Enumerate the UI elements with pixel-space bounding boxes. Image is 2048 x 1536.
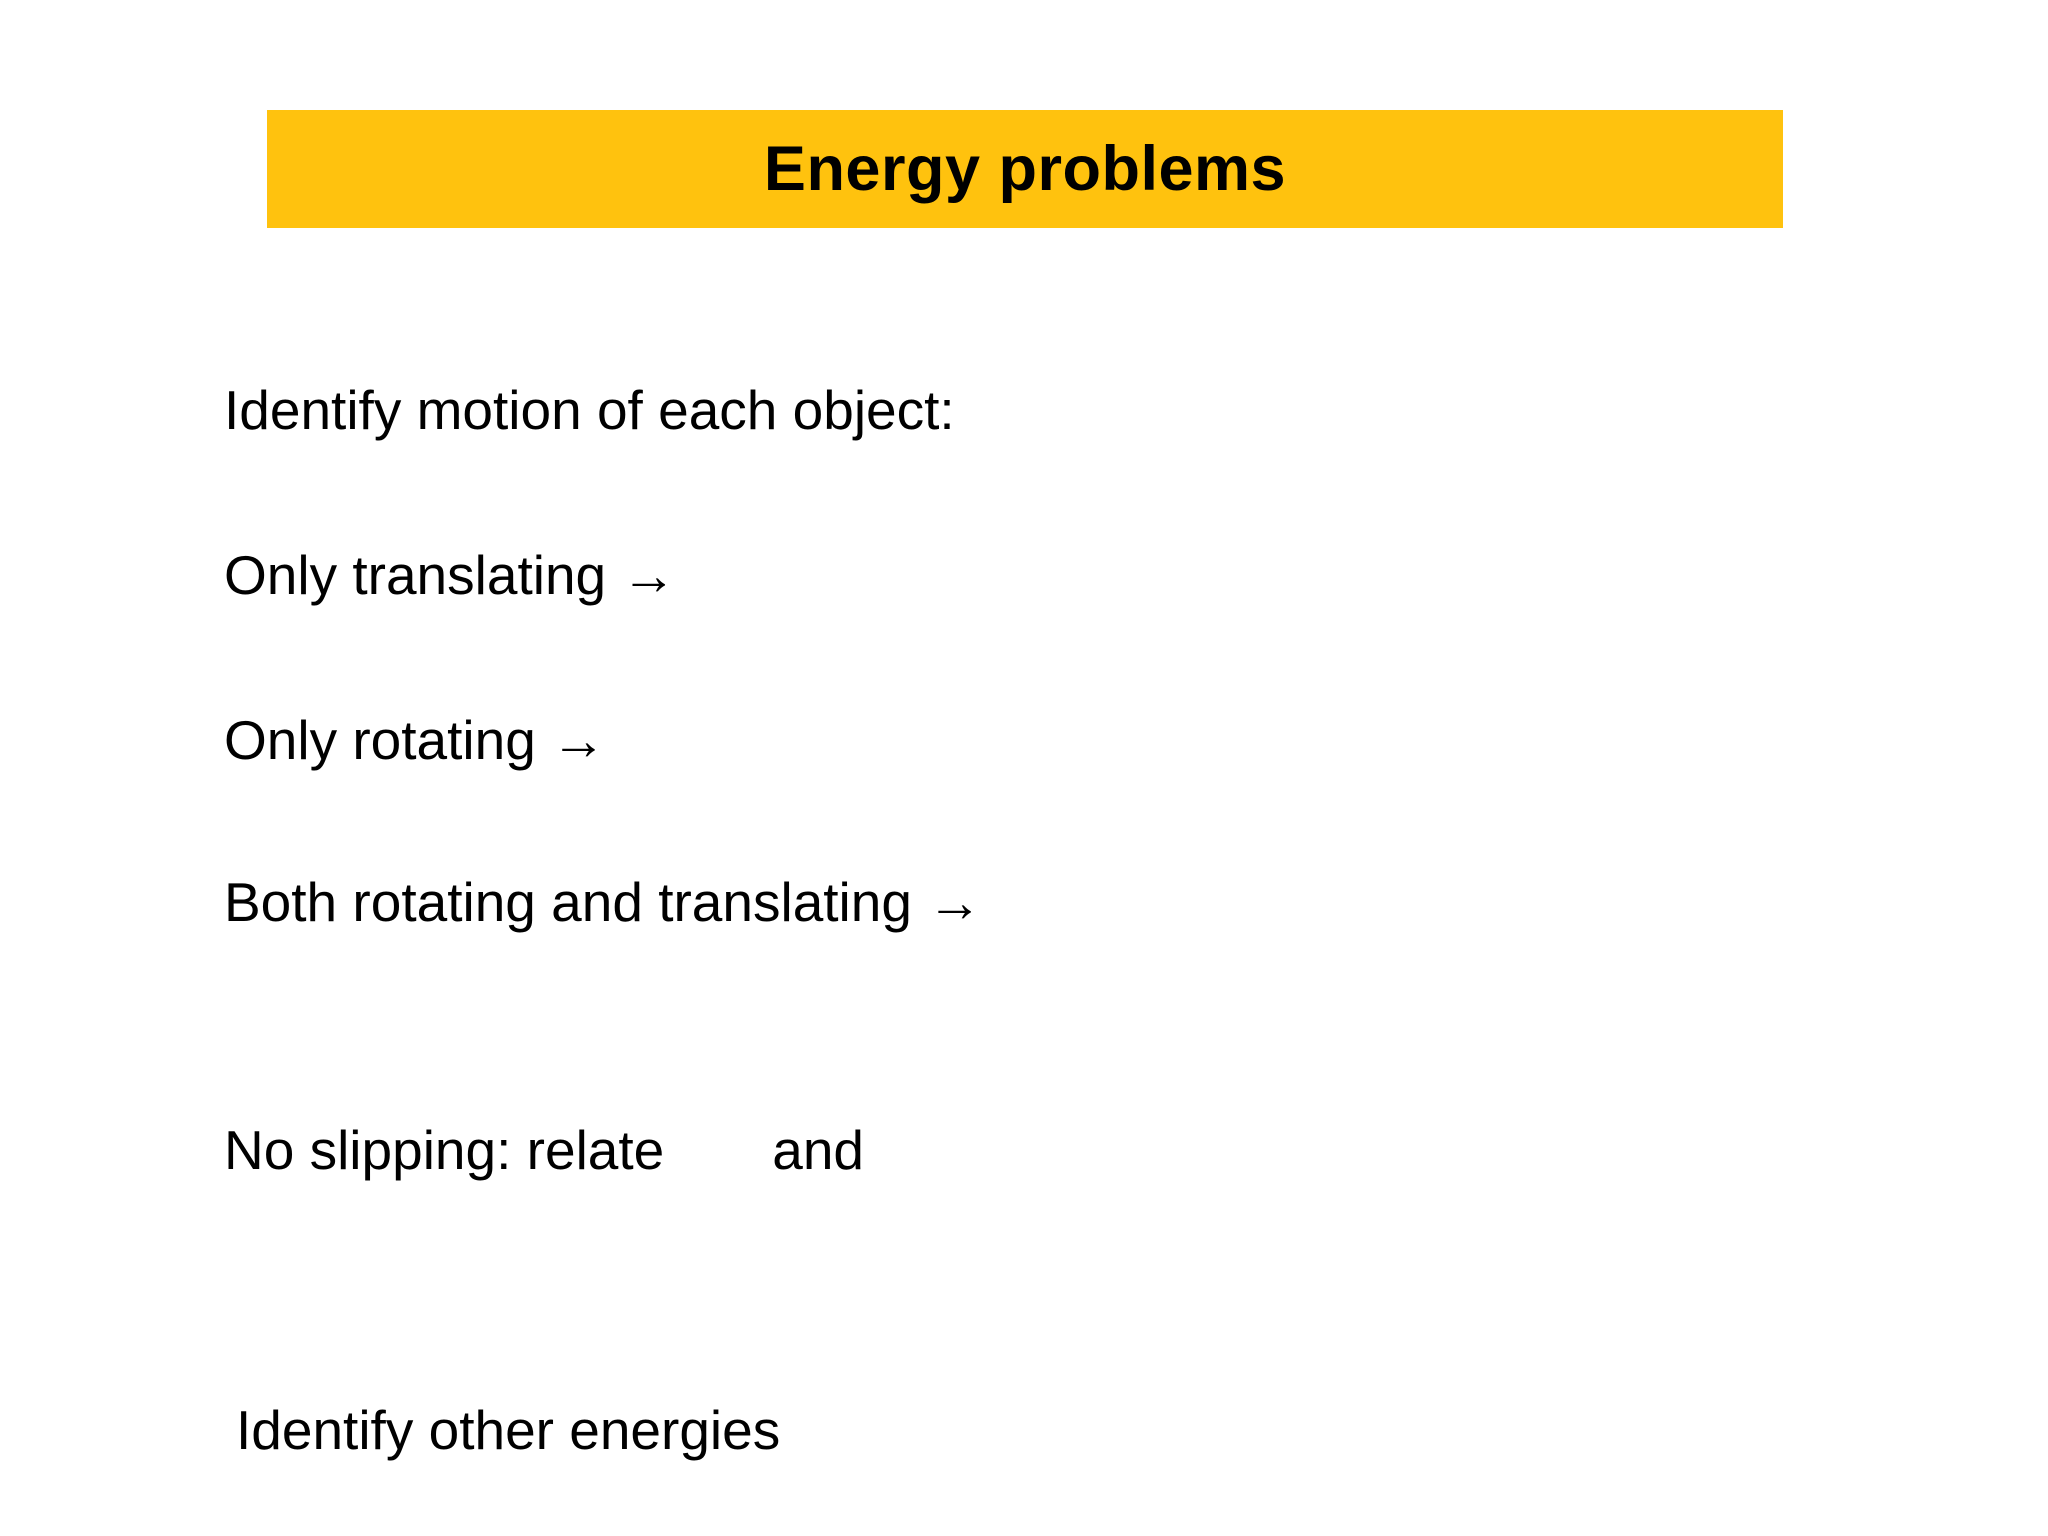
body-line-both-rotating-translating: Both rotating and translating → — [224, 871, 983, 933]
body-line-only-rotating: Only rotating → — [224, 709, 607, 771]
body-line-no-slipping: No slipping: relate and — [224, 1120, 864, 1181]
body-line-only-translating: Only translating → — [224, 544, 677, 606]
no-slipping-text-before: No slipping: relate — [224, 1119, 665, 1181]
no-slipping-text-after: and — [772, 1119, 865, 1181]
body-line-identify-motion: Identify motion of each object: — [224, 379, 955, 441]
page-title: Energy problems — [763, 133, 1287, 204]
title-banner: Energy problems — [267, 110, 1783, 228]
body-line-identify-other-energies: Identify other energies — [236, 1399, 781, 1461]
